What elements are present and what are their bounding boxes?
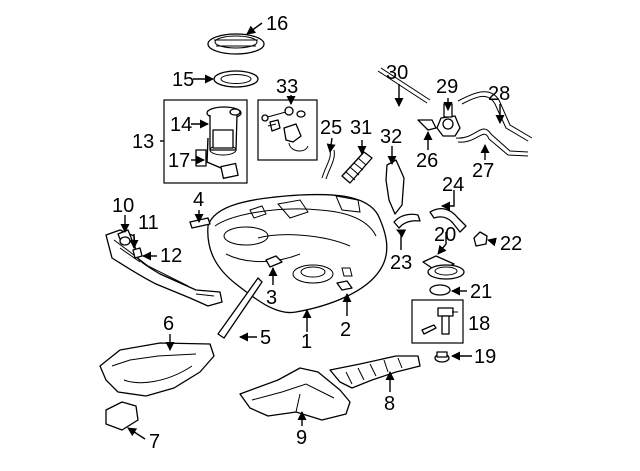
callout-29: 29 <box>436 76 458 98</box>
callout-20: 20 <box>434 224 456 246</box>
cap-part <box>473 231 488 247</box>
callout-14: 14 <box>170 114 192 136</box>
callout-4: 4 <box>193 189 204 211</box>
callout-labels: 16 15 33 13 14 17 30 29 28 27 26 25 31 3… <box>112 13 522 453</box>
heat-shield-8-part <box>329 355 421 389</box>
hose-25-part <box>321 149 331 179</box>
clamp-kit-part <box>261 106 309 152</box>
callout-3: 3 <box>266 287 277 309</box>
callout-24: 24 <box>442 174 464 196</box>
callout-27: 27 <box>472 160 494 182</box>
filler-neck-part <box>105 229 223 307</box>
hose-23-part <box>393 213 421 229</box>
o-ring-part <box>429 284 451 296</box>
kit-18-part <box>421 307 458 335</box>
fuel-pump-part <box>206 106 242 156</box>
part-4 <box>189 217 211 229</box>
kit-18-box <box>411 299 464 344</box>
callout-33: 33 <box>276 76 298 98</box>
bracket-7-part <box>105 401 139 431</box>
callout-5: 5 <box>260 327 271 349</box>
callout-1: 1 <box>301 331 312 353</box>
callout-22: 22 <box>500 233 522 255</box>
callout-28: 28 <box>488 83 510 105</box>
callout-7: 7 <box>149 431 160 453</box>
callout-32: 32 <box>380 126 402 148</box>
callout-31: 31 <box>350 117 372 139</box>
callout-18: 18 <box>468 313 490 335</box>
lock-ring-part <box>207 33 265 55</box>
callout-17: 17 <box>168 150 190 172</box>
pad-3-part <box>265 255 283 268</box>
callout-12: 12 <box>160 245 182 267</box>
tank-strap-part <box>217 277 263 339</box>
callout-8: 8 <box>384 393 395 415</box>
callout-25: 25 <box>320 117 342 139</box>
pad-2-part <box>336 280 353 291</box>
callout-6: 6 <box>163 313 174 335</box>
callout-23: 23 <box>390 252 412 274</box>
callout-2: 2 <box>340 319 351 341</box>
clip-part <box>417 119 437 131</box>
callout-9: 9 <box>296 427 307 449</box>
leader-lines <box>120 22 505 440</box>
rod-part <box>377 70 428 104</box>
callout-26: 26 <box>416 150 438 172</box>
callout-10: 10 <box>112 195 134 217</box>
heat-shield-32-part <box>385 159 405 215</box>
vent-tube-part <box>455 91 533 157</box>
filler-pipe-part <box>341 151 373 184</box>
callout-21: 21 <box>470 281 492 303</box>
callout-13: 13 <box>132 131 154 153</box>
callout-16: 16 <box>266 13 288 35</box>
callout-30: 30 <box>386 62 408 84</box>
callout-19: 19 <box>474 346 496 368</box>
under-cover-part <box>239 367 351 421</box>
fuel-tank-part <box>207 193 388 314</box>
callout-15: 15 <box>172 69 194 91</box>
protector-6-part <box>99 342 215 397</box>
callout-11: 11 <box>138 212 159 234</box>
gasket-part <box>213 70 259 88</box>
grommet-part <box>434 351 450 363</box>
check-valve-part <box>422 255 465 280</box>
